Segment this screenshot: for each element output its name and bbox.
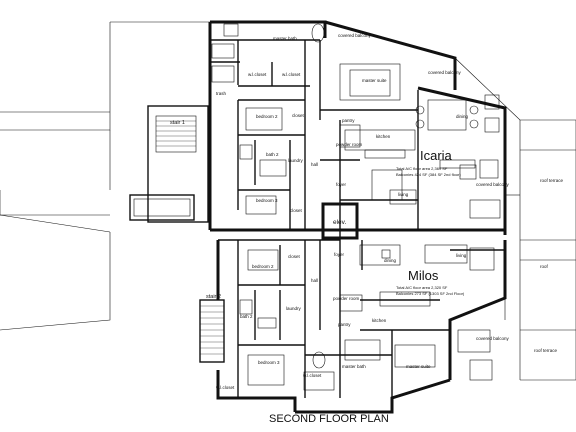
unit-area-milos: Total A/C floor area 2,320 SF: [396, 285, 448, 290]
stair-1: [129, 105, 209, 223]
room-label: living: [398, 192, 409, 197]
room-label: foyer: [336, 182, 347, 187]
room-label: roof: [540, 264, 549, 269]
room-label: master bath: [273, 36, 297, 41]
room-label: powder room: [336, 142, 363, 147]
room-label: w.l.closet: [248, 72, 267, 77]
room-label: roof terrace: [534, 348, 558, 353]
room-label: master suite: [406, 364, 431, 369]
elevator: [321, 202, 359, 240]
plan-title: SECOND FLOOR PLAN: [269, 413, 389, 425]
room-label: kitchen: [376, 134, 391, 139]
room-label: pantry: [338, 322, 351, 327]
room-label: stair 1: [170, 120, 185, 126]
room-label: roof terrace: [540, 178, 564, 183]
room-label: trash: [216, 91, 227, 96]
room-label: w.l.closet: [282, 72, 301, 77]
room-label: pantry: [342, 118, 355, 123]
room-label: bedroom 3: [256, 198, 278, 203]
room-label: covered balcony: [476, 182, 510, 187]
room-label: closet: [290, 208, 303, 213]
room-label: closet: [292, 113, 305, 118]
room-label: closet: [288, 254, 301, 259]
room-label: bedroom 3: [258, 360, 280, 365]
room-label: hall: [311, 162, 318, 167]
room-label: laundry: [288, 158, 304, 163]
room-label: living: [456, 253, 467, 258]
interior-walls-bot: [218, 230, 505, 398]
room-label: w.l.closet: [303, 373, 322, 378]
room-label: bath 2: [266, 152, 279, 157]
unit-name-icaria: Icaria: [420, 148, 453, 163]
unit-balconies-icaria: Balconies 424 SF (384 SF 2nd floor): [396, 172, 461, 177]
room-label: master suite: [362, 78, 387, 83]
room-label: w.l.closet: [216, 385, 235, 390]
room-label: hall: [311, 278, 318, 283]
room-label: covered balcony: [338, 33, 372, 38]
room-label: bedroom 2: [252, 264, 274, 269]
room-label: foyer: [334, 252, 345, 257]
room-label: dining: [456, 114, 469, 119]
room-label: powder room: [333, 296, 360, 301]
room-label: dining: [384, 258, 397, 263]
room-label: covered balcony: [476, 336, 510, 341]
room-label: stair 2: [206, 294, 221, 300]
room-label: laundry: [286, 306, 302, 311]
room-label: master bath: [342, 364, 366, 369]
room-label: bedroom 2: [256, 114, 278, 119]
room-label: elev.: [333, 219, 346, 226]
room-label: bath 2: [240, 314, 253, 319]
room-label: kitchen: [372, 318, 387, 323]
stair-2: [199, 299, 225, 363]
unit-balconies-milos: Balconies 273 SF (1303 SF 2nd Floor): [396, 291, 465, 296]
room-label: covered balcony: [428, 70, 462, 75]
unit-name-milos: Milos: [408, 268, 439, 283]
unit-area-icaria: Total A/C floor area 2,369 SF: [396, 166, 448, 171]
fixtures: [211, 23, 501, 391]
room-labels: master bath covered balcony w.l.closet w…: [170, 33, 564, 390]
